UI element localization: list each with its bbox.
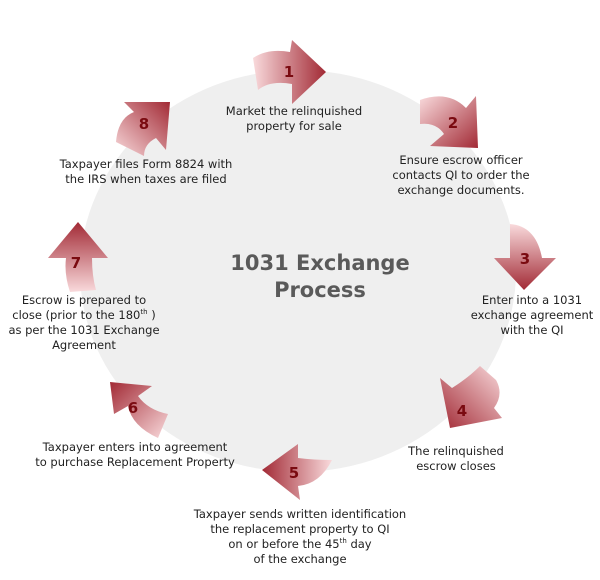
arrow-step-7	[48, 222, 108, 292]
step-number-1: 1	[283, 63, 295, 81]
step-number-6: 6	[127, 399, 139, 417]
arrow-step-1	[253, 40, 326, 104]
arrow-step-3	[494, 224, 556, 290]
arrow-step-5	[262, 444, 332, 500]
arrow-step-8	[116, 102, 170, 156]
step-number-5: 5	[288, 464, 300, 482]
step-number-7: 7	[70, 254, 82, 272]
step-number-4: 4	[456, 402, 468, 420]
step-label-7: Escrow is prepared to close (prior to th…	[8, 293, 160, 352]
step-label-5: Taxpayer sends written identification th…	[193, 507, 407, 566]
diagram-title: 1031 Exchange Process	[230, 251, 410, 302]
arrow-step-2	[420, 96, 478, 148]
step-number-2: 2	[447, 114, 459, 132]
arrow-step-4	[440, 366, 502, 428]
step-number-3: 3	[519, 250, 531, 268]
arrow-step-6	[110, 382, 168, 438]
step-number-8: 8	[138, 115, 150, 133]
